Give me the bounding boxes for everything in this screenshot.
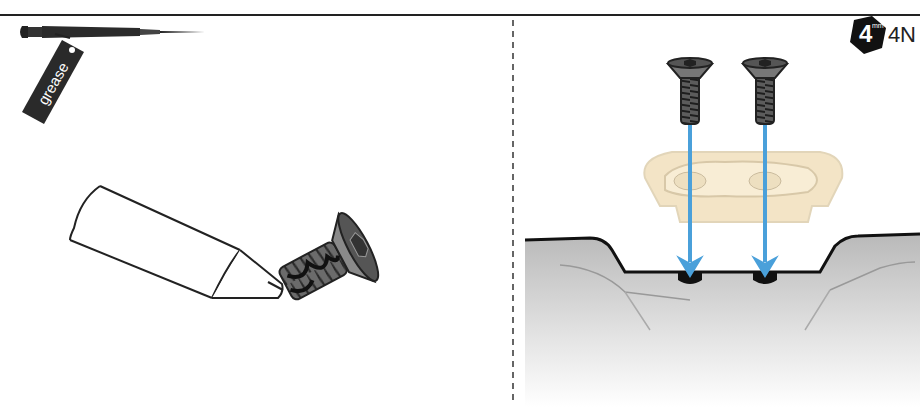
insert-arrows <box>679 120 776 276</box>
hex-key-badge <box>850 16 886 54</box>
grease-applicator <box>60 185 283 300</box>
cleat-screws <box>668 58 787 124</box>
top-rule <box>0 14 920 16</box>
torque-value: 4N <box>888 24 916 46</box>
screw <box>268 209 385 319</box>
cleat <box>644 152 842 222</box>
grease-tube-icon <box>20 26 205 124</box>
shoe-sole <box>525 234 920 407</box>
hex-key-size: 4 <box>859 22 872 46</box>
hex-key-unit: mm <box>872 22 884 29</box>
divider <box>512 20 514 400</box>
